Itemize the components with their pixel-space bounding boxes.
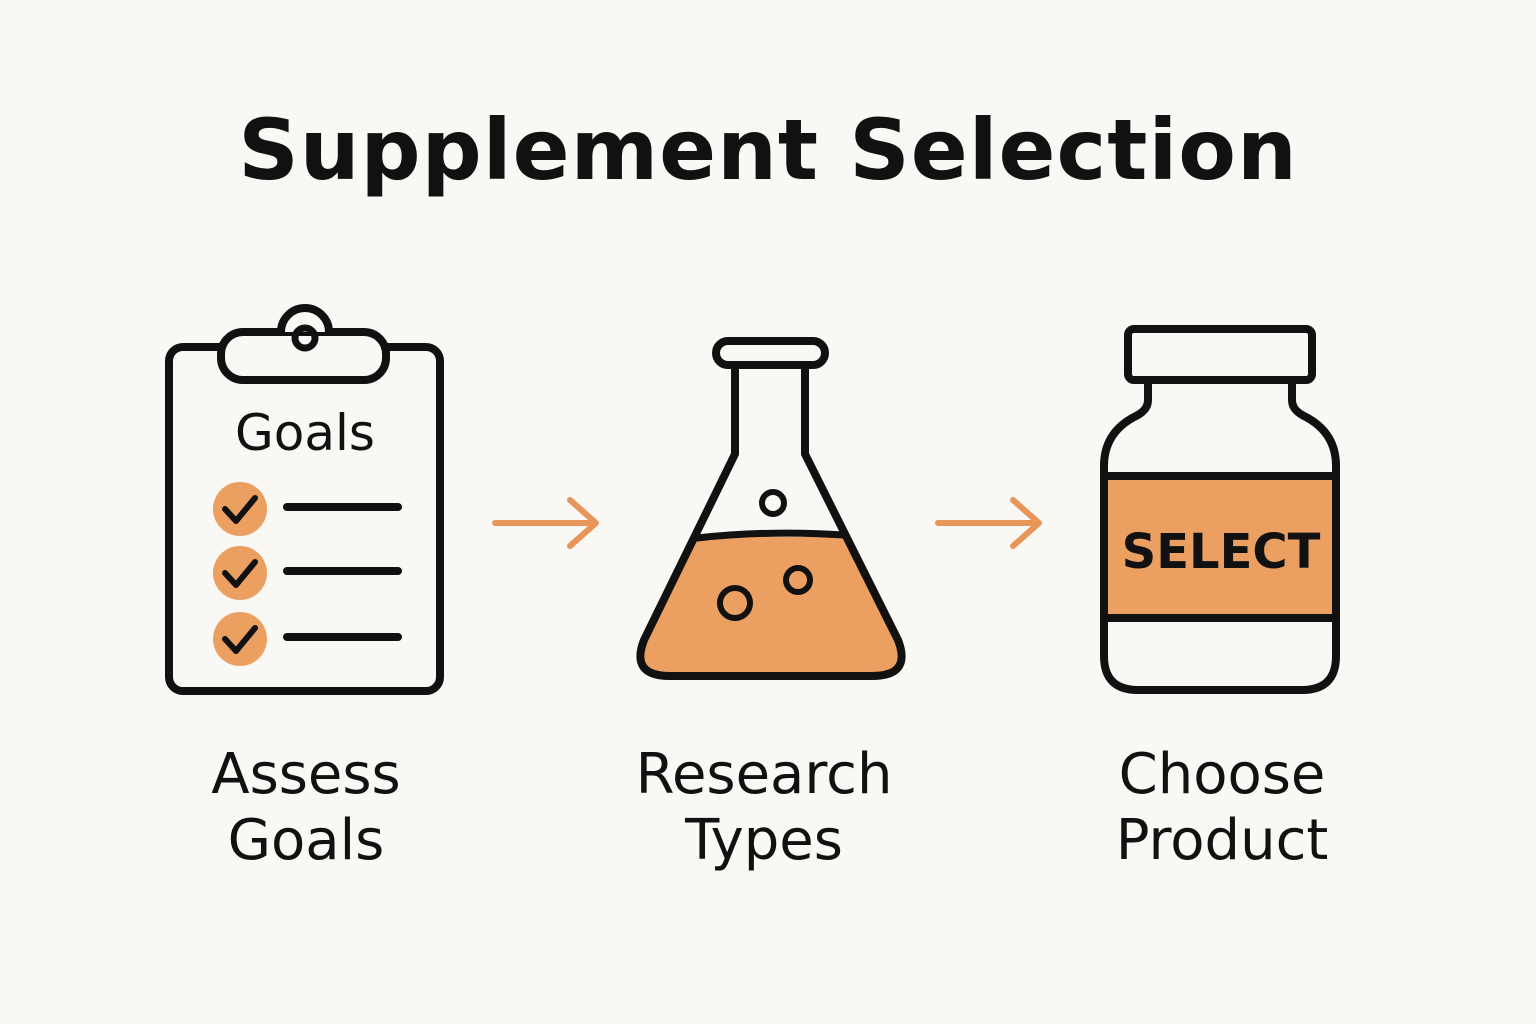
bubble: [783, 565, 813, 595]
check-circle-icon: [213, 482, 267, 536]
step-label-line: Goals: [227, 808, 385, 873]
step-label-research-types: Research Types: [564, 742, 964, 874]
step-label-line: Research: [635, 742, 893, 807]
clipboard-checklist-icon: Goals: [165, 304, 444, 695]
bottle-label: [1107, 476, 1333, 618]
step-label-line: Assess: [211, 742, 401, 807]
step-label-assess-goals: Assess Goals: [106, 742, 506, 874]
step-label-line: Types: [685, 808, 843, 873]
step-label-line: Choose: [1118, 742, 1326, 807]
step-label-choose-product: Choose Product: [1022, 742, 1422, 874]
clipboard-heading: Goals: [235, 404, 375, 462]
bubble: [717, 585, 753, 621]
checklist-item: [213, 546, 402, 600]
bottle-cap: [1124, 325, 1316, 384]
bottle-label-text: SELECT: [1122, 524, 1321, 580]
diagram-title: Supplement Selection: [238, 101, 1298, 199]
flask-icon: [636, 337, 906, 680]
check-circle-icon: [213, 612, 267, 666]
checklist-item: [213, 482, 402, 536]
checklist-item: [213, 612, 402, 666]
bubble: [759, 489, 787, 517]
supplement-bottle-icon: SELECT: [1100, 325, 1340, 694]
arrow-right-icon: [492, 497, 599, 549]
step-label-line: Product: [1115, 808, 1329, 873]
arrow-right-icon: [935, 497, 1042, 549]
check-circle-icon: [213, 546, 267, 600]
